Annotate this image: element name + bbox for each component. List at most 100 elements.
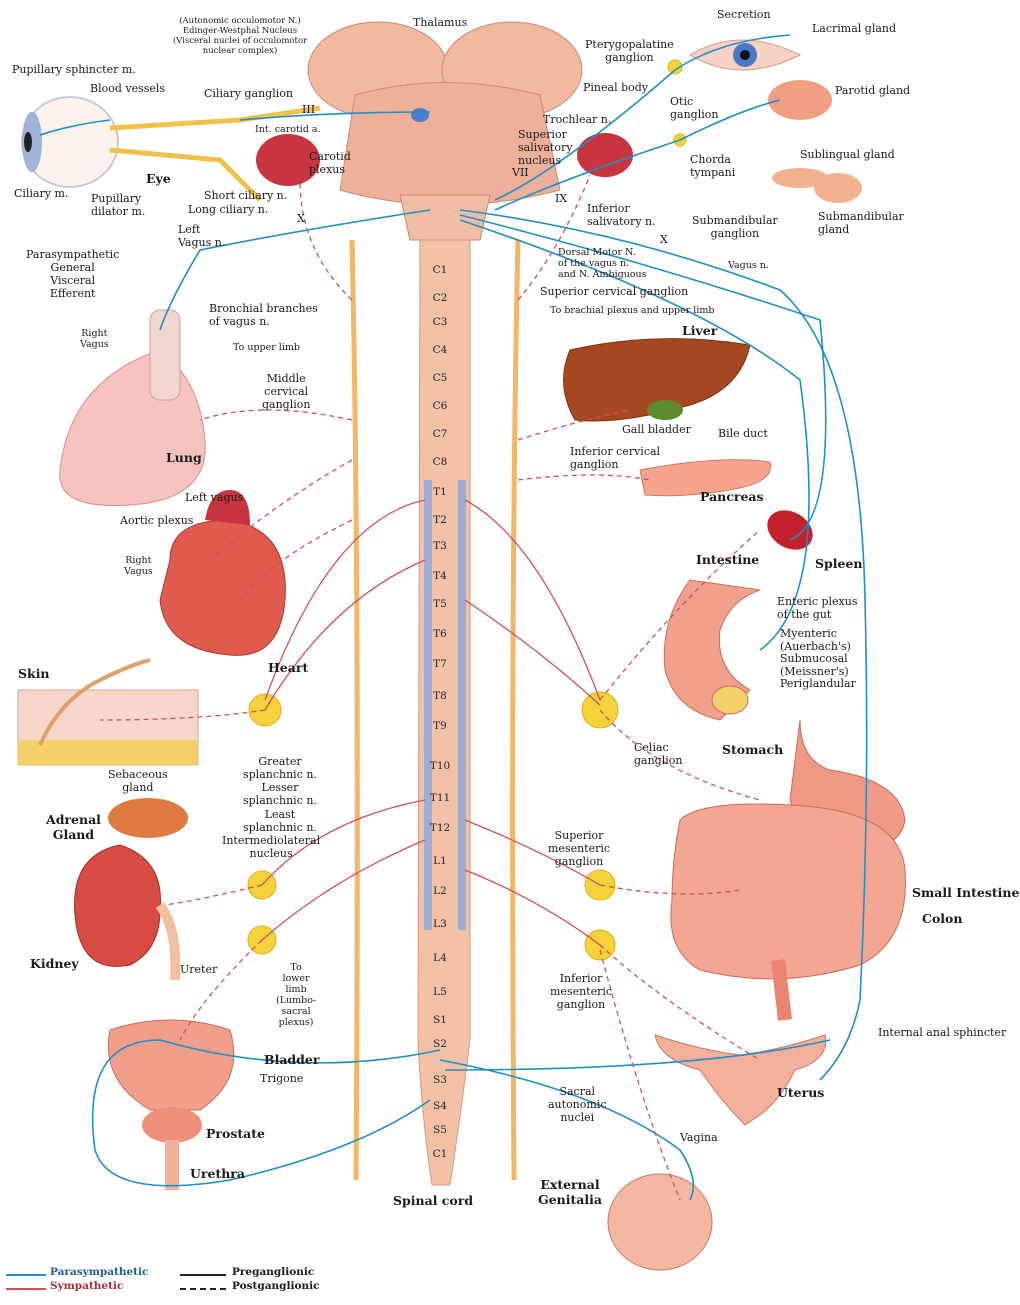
label-right-vagus-top: Right Vagus — [80, 328, 109, 350]
segment-c8: C8 — [425, 456, 455, 468]
segment-co1: C1 — [425, 1148, 455, 1160]
label-stomach: Stomach — [722, 742, 783, 757]
label-ix: IX — [555, 192, 567, 205]
label-left-vagus: Left vagus — [185, 491, 243, 504]
segment-s4: S4 — [425, 1100, 455, 1112]
segment-s1: S1 — [425, 1014, 455, 1026]
segment-s2: S2 — [425, 1038, 455, 1050]
segment-l4: L4 — [425, 952, 455, 964]
label-prostate: Prostate — [206, 1126, 265, 1141]
label-blood-vessels: Blood vessels — [90, 82, 165, 95]
segment-l1: L1 — [425, 855, 455, 867]
segment-t6: T6 — [425, 628, 455, 640]
label-thalamus: Thalamus — [413, 16, 467, 29]
label-greater-splanchnic: Greater splanchnic n. — [243, 755, 317, 781]
label-vagus-n: Vagus n. — [728, 260, 769, 271]
segment-t8: T8 — [425, 690, 455, 702]
segment-t5: T5 — [425, 598, 455, 610]
segment-s5: S5 — [425, 1124, 455, 1136]
label-long-ciliary: Long ciliary n. — [188, 203, 268, 216]
legend-sympathetic: Sympathetic — [50, 1280, 123, 1292]
label-bronchial-branches: Bronchial branches of vagus n. — [209, 302, 318, 328]
segment-t9: T9 — [425, 720, 455, 732]
label-carotid-plexus: Carotid plexus — [309, 150, 351, 176]
label-ureter: Ureter — [180, 963, 217, 976]
label-inferior-cervical: Inferior cervical ganglion — [570, 445, 660, 471]
lacrimal-eye — [690, 40, 800, 70]
label-periglandular: Periglandular — [780, 677, 856, 690]
label-secretion: Secretion — [717, 8, 771, 21]
label-dorsal-motor: Dorsal Motor N. of the vagus n. and N. A… — [558, 247, 647, 280]
segment-c3: C3 — [425, 316, 455, 328]
label-pterygopalatine: Pterygopalatine ganglion — [585, 38, 674, 64]
label-internal-anal-sphincter: Internal anal sphincter — [878, 1026, 1006, 1039]
legend-swatch-postganglionic — [180, 1288, 226, 1290]
segment-l3: L3 — [425, 918, 455, 930]
label-sublingual-gland: Sublingual gland — [800, 148, 895, 161]
submandibular-gland-shape — [814, 173, 862, 203]
label-spinal-cord: Spinal cord — [393, 1193, 473, 1208]
label-pupillary-sphincter: Pupillary sphincter m. — [12, 63, 136, 76]
label-superior-salivatory: Superior salivatory nucleus — [518, 128, 573, 167]
label-trigone: Trigone — [260, 1072, 303, 1085]
label-external-genitalia: External Genitalia — [538, 1177, 602, 1207]
label-bladder: Bladder — [264, 1052, 319, 1067]
label-x-right: X — [660, 233, 668, 246]
segment-t10: T10 — [425, 760, 455, 772]
label-uterus: Uterus — [777, 1085, 824, 1100]
label-intermediolateral: Intermediolateral nucleus — [222, 834, 320, 860]
label-left-vagus-n: Left Vagus n. — [178, 223, 225, 249]
label-otic-ganglion: Otic ganglion — [670, 95, 718, 121]
genitalia-shape — [608, 1174, 712, 1270]
legend-swatch-parasympathetic — [6, 1274, 46, 1276]
label-gall-bladder: Gall bladder — [622, 423, 691, 436]
segment-l5: L5 — [425, 986, 455, 998]
label-parasympathetic-gve: Parasympathetic General Visceral Efferen… — [26, 248, 119, 300]
label-chorda-tympani: Chorda tympani — [690, 153, 735, 179]
label-lacrimal-gland: Lacrimal gland — [812, 22, 896, 35]
segment-c1: C1 — [425, 264, 455, 276]
label-to-upper-limb: To upper limb — [233, 342, 300, 353]
segment-c7: C7 — [425, 428, 455, 440]
label-submandibular-ganglion: Submandibular ganglion — [692, 214, 778, 240]
label-small-intestine: Small Intestine — [912, 885, 1019, 900]
segment-t2: T2 — [425, 514, 455, 526]
label-inferior-mesenteric: Inferior mesenteric ganglion — [550, 972, 612, 1011]
label-celiac-ganglion: Celiac ganglion — [634, 741, 682, 767]
label-liver: Liver — [682, 323, 717, 338]
label-skin: Skin — [18, 666, 50, 681]
label-right-vagus-heart: Right Vagus — [124, 555, 153, 577]
adrenal-shape — [108, 798, 188, 838]
label-spleen: Spleen — [815, 556, 863, 571]
label-ciliary-m: Ciliary m. — [14, 187, 68, 200]
label-short-ciliary: Short ciliary n. — [204, 189, 287, 202]
segment-t1: T1 — [425, 486, 455, 498]
label-pancreas: Pancreas — [700, 489, 764, 504]
eye-illustration — [22, 97, 118, 187]
label-urethra: Urethra — [190, 1166, 245, 1181]
segment-t4: T4 — [425, 570, 455, 582]
label-int-carotid: Int. carotid a. — [255, 124, 321, 135]
segment-t12: T12 — [425, 822, 455, 834]
label-middle-cervical: Middle cervical ganglion — [262, 372, 310, 411]
segment-c4: C4 — [425, 344, 455, 356]
label-to-lower-limb: To lower limb (Lumbo- sacral plexus) — [276, 962, 316, 1028]
label-enteric-plexus: Enteric plexus of the gut — [777, 595, 857, 621]
label-intestine: Intestine — [696, 552, 759, 567]
label-colon: Colon — [922, 911, 962, 926]
label-aortic-plexus: Aortic plexus — [120, 514, 193, 527]
label-edinger-westphal: (Autonomic occulomotor N.) Edinger-Westp… — [140, 16, 340, 56]
label-pineal-body: Pineal body — [583, 81, 648, 94]
label-parotid-gland: Parotid gland — [835, 84, 910, 97]
label-kidney: Kidney — [30, 956, 79, 971]
label-superior-mesenteric: Superior mesenteric ganglion — [548, 829, 610, 868]
label-lung: Lung — [166, 450, 202, 465]
label-adrenal-gland: Adrenal Gland — [46, 812, 101, 842]
digestive-tract — [671, 720, 906, 1020]
legend: Parasympathetic Sympathetic Preganglioni… — [0, 1262, 360, 1302]
liver-illustration — [564, 339, 750, 421]
label-eye: Eye — [146, 171, 171, 186]
label-heart: Heart — [268, 660, 308, 675]
